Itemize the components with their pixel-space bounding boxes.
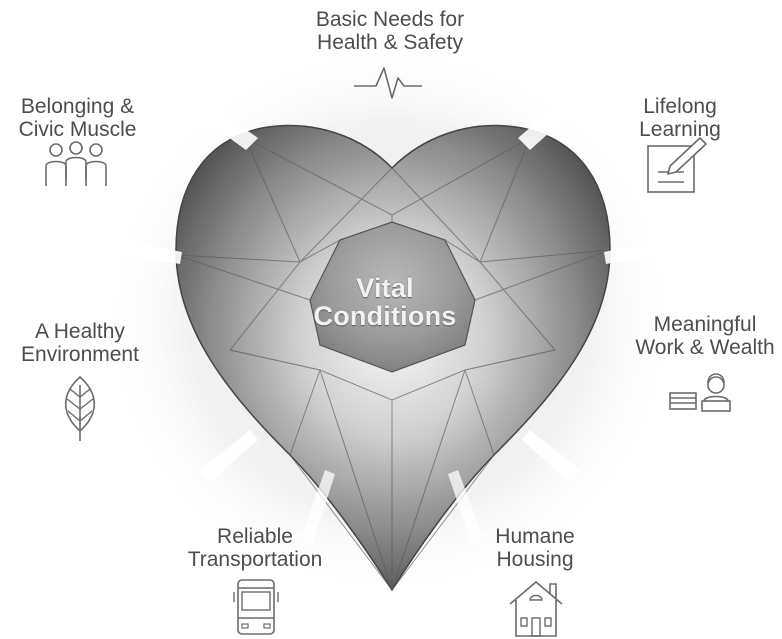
condition-reliable-transportation-line1: Reliable (217, 525, 293, 548)
condition-label-healthy-environment: A Healthy Environment (10, 320, 150, 366)
condition-label-meaningful-work: Meaningful Work & Wealth (630, 313, 780, 359)
condition-label-reliable-transportation: Reliable Transportation (180, 525, 330, 571)
condition-lifelong-learning-line2: Learning (639, 118, 721, 141)
condition-humane-housing-line1: Humane (495, 525, 575, 548)
condition-belonging-line1: Belonging & (20, 95, 135, 118)
center-octagon (309, 221, 476, 373)
condition-label-belonging: Belonging & Civic Muscle (5, 95, 150, 141)
condition-meaningful-work-line1: Meaningful (653, 313, 757, 336)
condition-lifelong-learning-line1: Lifelong (643, 95, 717, 118)
condition-reliable-transportation-line2: Transportation (187, 548, 323, 571)
condition-belonging-line2: Civic Muscle (18, 118, 137, 141)
condition-basic-needs-line1: Basic Needs for (315, 8, 465, 31)
condition-label-humane-housing: Humane Housing (475, 525, 595, 571)
bus-icon (226, 578, 286, 638)
center-title-line1: Vital (356, 273, 414, 303)
condition-healthy-environment-line2: Environment (21, 343, 139, 366)
condition-meaningful-work-line2: Work & Wealth (635, 336, 775, 359)
heartbeat-pulse-icon (350, 62, 426, 102)
center-title-line2: Conditions (313, 301, 457, 331)
condition-label-lifelong-learning: Lifelong Learning (620, 95, 740, 141)
worker-at-desk-icon (668, 373, 738, 415)
group-of-people-icon (40, 140, 112, 190)
condition-basic-needs-line2: Health & Safety (317, 31, 463, 54)
condition-label-basic-needs: Basic Needs for Health & Safety (290, 8, 490, 54)
light-rays (118, 95, 664, 546)
condition-humane-housing-line2: Housing (496, 548, 574, 571)
house-icon (506, 578, 566, 638)
center-title: Vital Conditions (305, 274, 465, 330)
condition-healthy-environment-line1: A Healthy (35, 320, 125, 343)
notepad-pencil-icon (642, 137, 712, 200)
leaf-icon (56, 375, 104, 443)
